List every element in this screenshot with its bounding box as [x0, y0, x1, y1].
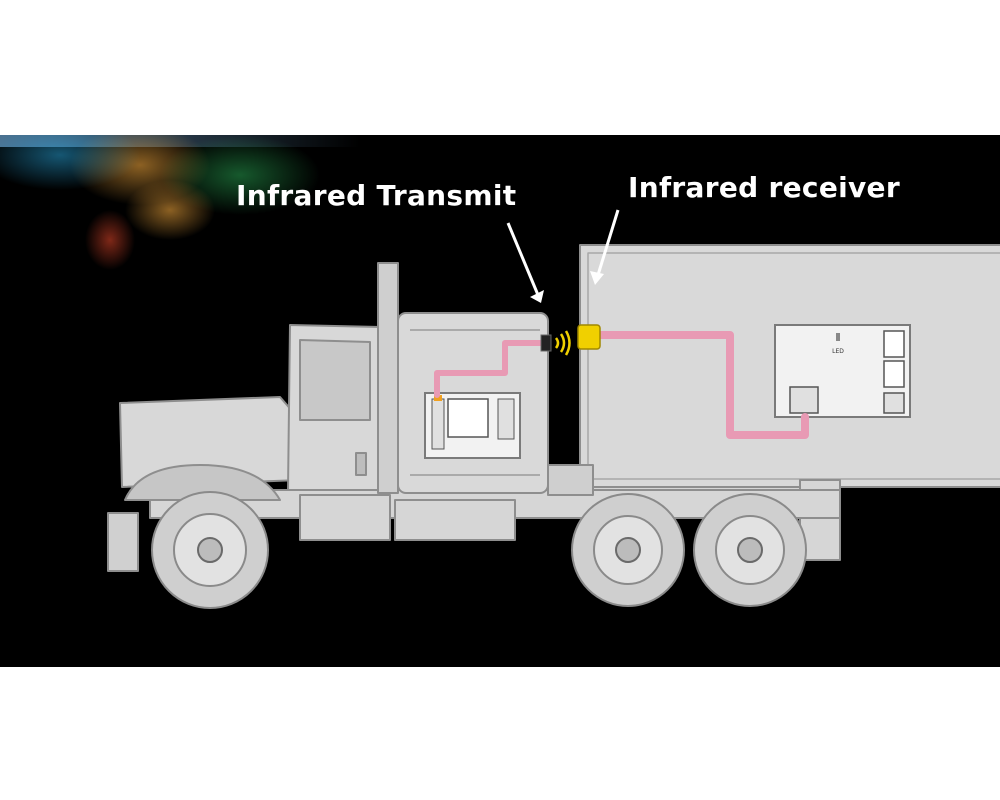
exhaust-stack	[377, 262, 399, 494]
infrared-receiver	[577, 324, 601, 350]
transmitter-wire	[434, 340, 548, 398]
diagram-stage: LED	[0, 135, 1000, 667]
truck-hood	[107, 396, 301, 572]
transmitter-control-board	[424, 392, 521, 459]
transmitter-arrow	[506, 222, 544, 303]
receiver-control-board: LED	[774, 324, 911, 418]
truck-cab	[287, 324, 383, 491]
led-label: LED	[832, 348, 844, 355]
truck-diagram: LED	[107, 209, 1000, 609]
drive-wheel-front	[571, 493, 685, 607]
receiver-arrow	[590, 209, 620, 285]
light-flare-background	[0, 135, 360, 270]
infrared-transmit-label: Infrared Transmit	[236, 179, 517, 212]
receiver-wire	[596, 331, 809, 439]
infrared-transmitter	[540, 330, 571, 356]
drive-wheel-rear	[693, 493, 807, 607]
front-wheel	[151, 491, 269, 609]
infrared-receiver-label: Infrared receiver	[628, 171, 900, 204]
